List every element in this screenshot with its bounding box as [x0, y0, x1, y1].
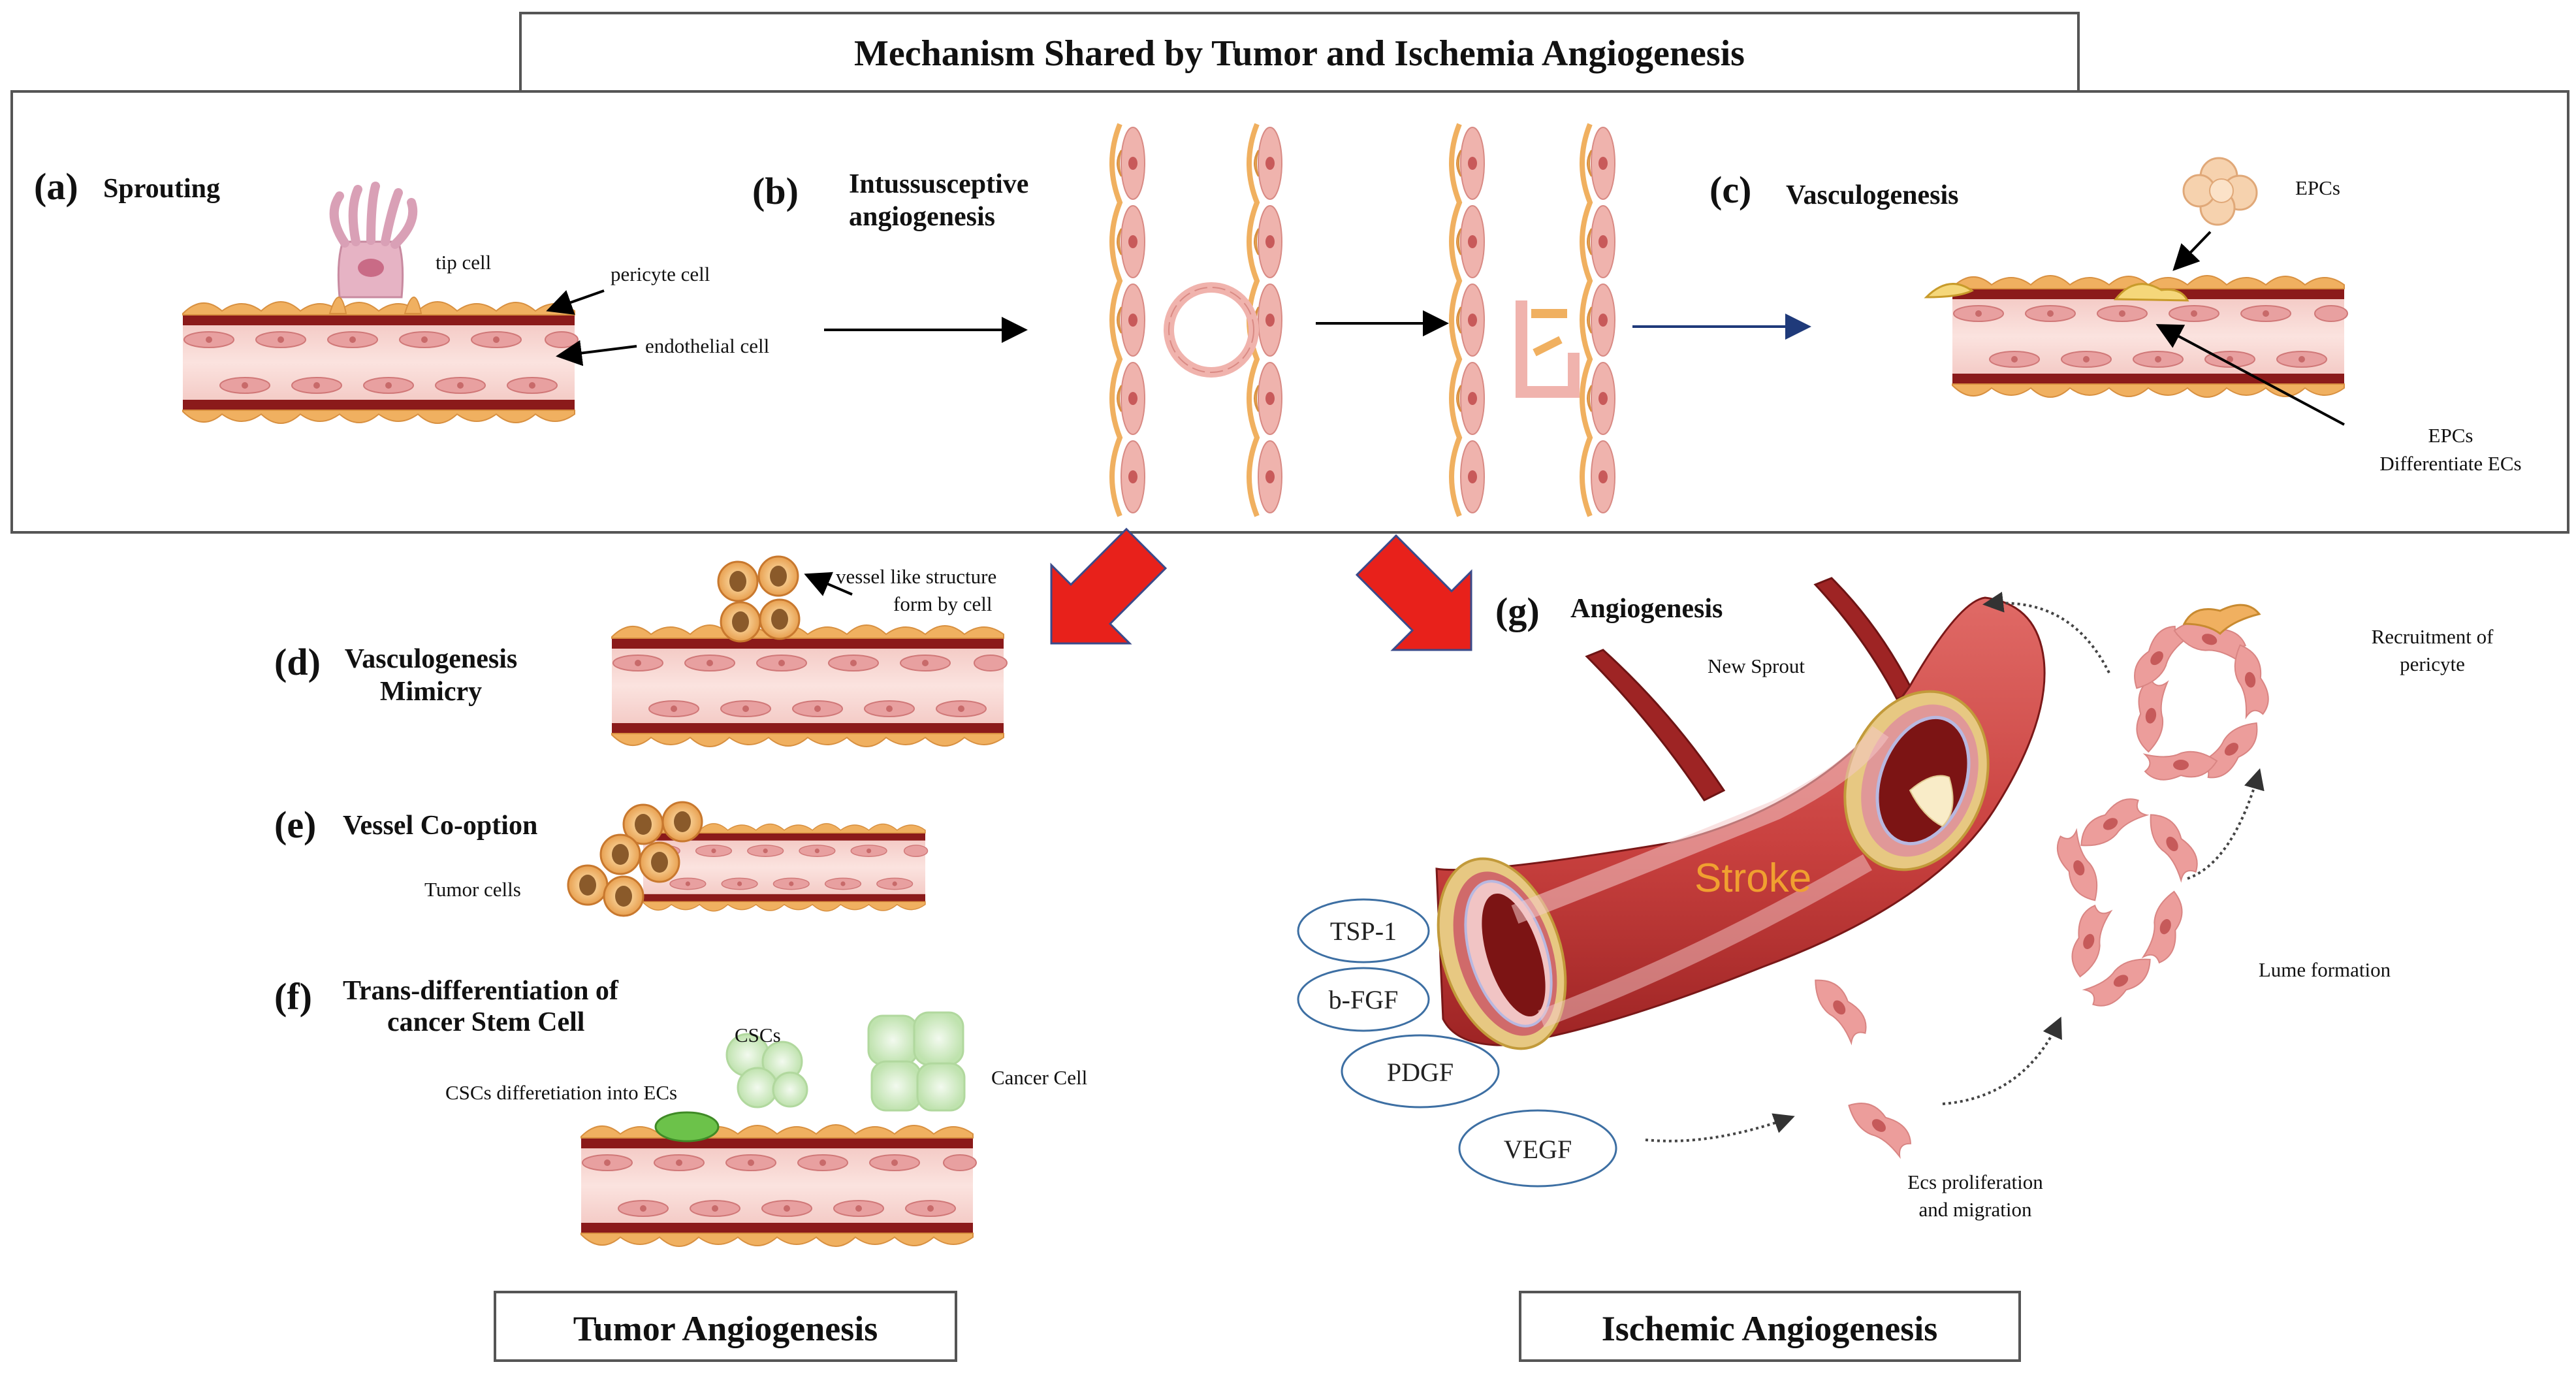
red-arrow-to-tumor: [1050, 527, 1168, 645]
panel-d-letter: (d): [274, 641, 321, 683]
factor-vegf: VEGF: [1458, 1109, 1617, 1188]
panel-d-title-line1: Vasculogenesis: [345, 644, 518, 674]
panel-d-title-line2: Mimicry: [380, 677, 482, 707]
pericyte-to-vessel-arrow: [1982, 591, 2110, 673]
lumen-to-pericyte-arrow: [2187, 768, 2265, 880]
tip-cell-illustration: [328, 182, 422, 314]
panel-a-letter: (a): [34, 165, 78, 208]
panel-e-vessel-co-option: (e) Vessel Co-option Tumor cells: [274, 801, 929, 917]
migrating-endothelial-cells: [1807, 969, 1917, 1159]
factor-tsp1: TSP-1: [1297, 898, 1430, 963]
proliferation-label-line2: and migration: [1918, 1198, 2032, 1221]
tumor-cells-label: Tumor cells: [424, 878, 521, 901]
proliferation-label-line1: Ecs proliferation: [1907, 1171, 2043, 1193]
panel-b-letter: (b): [752, 170, 799, 212]
panel-b-title-line2: angiogenesis: [849, 202, 995, 232]
cancer-cell-label: Cancer Cell: [991, 1066, 1087, 1089]
new-sprout-right: [1813, 577, 1915, 700]
ischemic-angiogenesis-footer: Ischemic Angiogenesis: [1519, 1291, 2021, 1362]
endothelial-cell-label: endothelial cell: [645, 334, 769, 357]
mimicry-label-line1: vessel like structure: [836, 565, 996, 588]
factor-tsp1-label: TSP-1: [1330, 916, 1397, 946]
panel-d-vessel: [611, 624, 1008, 747]
stroke-label: Stroke: [1694, 856, 1811, 901]
vegf-to-cells-arrow: [1645, 1113, 1795, 1142]
cscs-label: CSCs: [735, 1024, 781, 1046]
mimicry-label-line2: form by cell: [893, 592, 993, 615]
tumor-angiogenesis-footer: Tumor Angiogenesis: [494, 1291, 957, 1362]
differentiate-ecs-label: Differentiate ECs: [2379, 452, 2521, 475]
epc-incorporated-cell: [1924, 283, 1974, 299]
intussusceptive-pillar-ring: [1164, 282, 1259, 378]
panel-f-vessel: [580, 1124, 977, 1247]
intussusceptive-split-pillar: [1516, 300, 1580, 398]
panel-f-title-line1: Trans-differentiation of: [343, 976, 619, 1006]
panel-e-letter: (e): [274, 803, 316, 846]
factor-pdgf: PDGF: [1341, 1034, 1500, 1108]
new-sprout-left: [1585, 649, 1726, 801]
epc-differentiated-cell: [2113, 283, 2189, 302]
cscs-cluster: [725, 1033, 808, 1108]
factor-bfgf-label: b-FGF: [1329, 985, 1399, 1014]
epcs-label: EPCs: [2295, 176, 2340, 199]
panel-c-vasculogenesis: (c) Vasculogenesis EPCs EPCs Differentia…: [1709, 157, 2522, 475]
panel-e-title: Vessel Co-option: [343, 811, 537, 841]
panel-d-vasculogenesis-mimicry: (d) Vasculogenesis Mimicry vessel like s…: [274, 555, 1008, 747]
factor-bfgf: b-FGF: [1297, 967, 1430, 1032]
lume-formation-label: Lume formation: [2259, 958, 2391, 981]
stroke-vessel: [1435, 596, 2046, 1050]
pericyte-cell-label: pericyte cell: [611, 263, 710, 285]
panel-g-letter: (g): [1495, 590, 1540, 632]
panel-b-intussusceptive: (b) Intussusceptive angiogenesis: [752, 124, 1811, 516]
panel-f-trans-differentiation: (f) Trans-differentiation of cancer Stem…: [274, 975, 1087, 1247]
mimicry-pointer-arrow: [804, 572, 853, 596]
title-box: [519, 12, 2080, 93]
tip-cell-label: tip cell: [436, 251, 491, 274]
panel-g-angiogenesis: (g) Angiogenesis New Sprout Stroke TSP-1: [1297, 577, 2494, 1221]
panel-c-letter: (c): [1709, 169, 1751, 211]
differentiate-pointer-arrow: [2155, 324, 2345, 426]
panel-f-letter: (f): [274, 975, 312, 1018]
panel-a-vessel: [182, 301, 579, 424]
panel-b-title-line1: Intussusceptive: [849, 169, 1028, 199]
new-sprout-label: New Sprout: [1708, 655, 1805, 677]
lumen-formation-ring: [2052, 792, 2204, 1012]
csc-derived-endothelial-cell: [654, 1111, 720, 1142]
cells-to-lumen-arrow: [1942, 1016, 2062, 1105]
epcs-pointer-arrow: [2172, 231, 2212, 271]
panel-g-title: Angiogenesis: [1570, 594, 1723, 624]
recruitment-label-line2: pericyte: [2400, 653, 2465, 675]
tumor-angiogenesis-label: Tumor Angiogenesis: [573, 1309, 878, 1348]
epc-cluster: [2182, 157, 2258, 226]
panel-c-title: Vasculogenesis: [1786, 180, 1959, 210]
mimicry-tumor-cells: [717, 555, 801, 643]
factor-pdgf-label: PDGF: [1387, 1058, 1454, 1087]
panel-a-title: Sprouting: [103, 174, 220, 204]
epcs-label-2: EPCs: [2428, 424, 2473, 447]
recruitment-label-line1: Recruitment of: [2372, 625, 2494, 648]
pericyte-pointer-arrow: [546, 289, 605, 315]
cancer-cell-cluster: [867, 1011, 966, 1112]
endothelial-pointer-arrow: [556, 340, 637, 366]
factor-vegf-label: VEGF: [1504, 1135, 1572, 1164]
figure-title: Mechanism Shared by Tumor and Ischemia A…: [854, 33, 1745, 74]
panel-a-sprouting: (a) Sprouting tip cell pericyte cell end…: [34, 165, 769, 424]
panel-f-title-line2: cancer Stem Cell: [387, 1007, 584, 1037]
ischemic-angiogenesis-label: Ischemic Angiogenesis: [1602, 1309, 1938, 1348]
red-arrow-to-ischemic: [1355, 534, 1472, 651]
cscs-differentiation-label: CSCs differetiation into ECs: [445, 1081, 677, 1104]
pericyte-recruitment-ring: [2122, 604, 2272, 785]
